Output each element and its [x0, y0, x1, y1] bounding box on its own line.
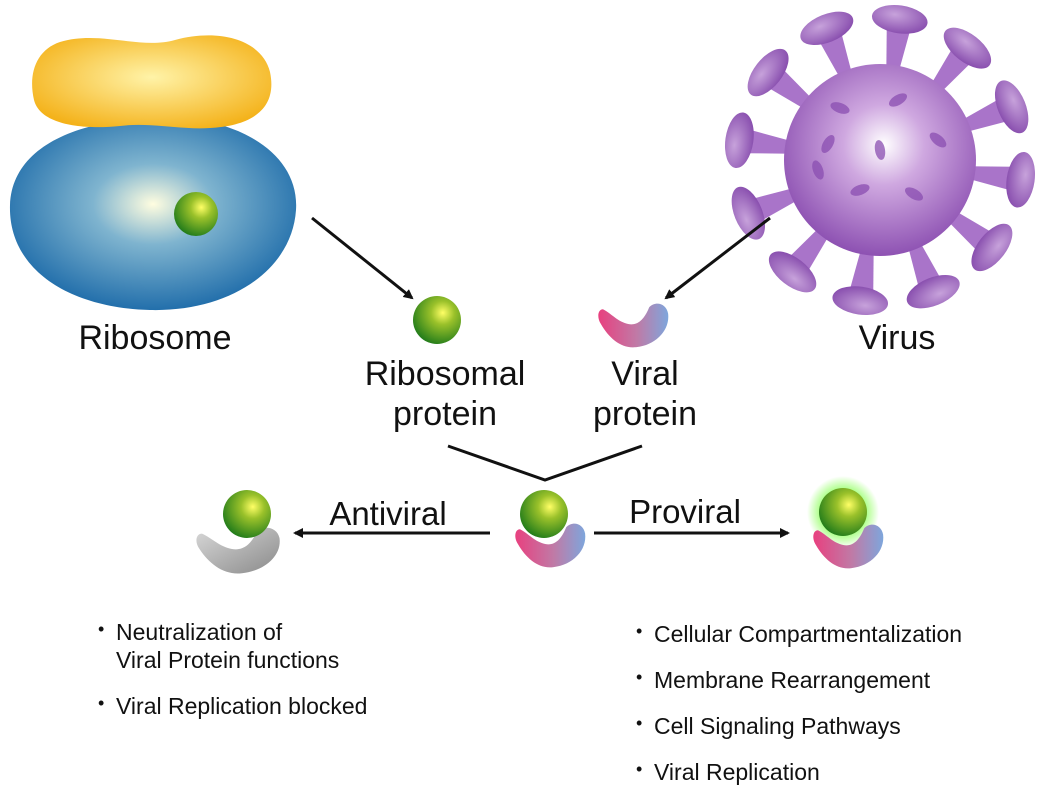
ribosomal-protein	[413, 296, 461, 344]
antiviral-effects-list: Neutralization of Viral Protein function…	[98, 615, 428, 720]
proviral-effects-list: Cellular Compartmentalization Membrane R…	[636, 617, 1036, 786]
ribosomal-protein-label: Ribosomal protein	[350, 354, 540, 434]
proviral-effect-item: Membrane Rearrangement	[636, 663, 1036, 694]
proviral-complex	[807, 476, 884, 569]
proviral-effect-3: Cell Signaling Pathways	[654, 713, 901, 739]
antiviral-effect-1-line-1: Neutralization of	[116, 619, 283, 645]
ribosome-illustration	[9, 35, 297, 311]
viral-protein	[598, 303, 669, 348]
ribosome-small-subunit	[32, 35, 272, 129]
viral-protein-label: Viral protein	[582, 354, 708, 434]
virus-label: Virus	[858, 319, 936, 357]
virus-surface-spot	[812, 160, 824, 180]
proviral-label: Proviral	[629, 493, 741, 530]
proviral-effect-item: Cellular Compartmentalization	[636, 617, 1036, 648]
virus-capsid	[784, 64, 976, 256]
antiviral-effect-item: Neutralization of Viral Protein function…	[98, 615, 428, 674]
virus-surface-spot	[850, 184, 870, 196]
virus-surface-spot	[929, 132, 947, 148]
binding-lines	[447, 444, 643, 482]
antiviral-label: Antiviral	[329, 495, 447, 532]
arrow-ribosome-to-protein	[311, 216, 414, 300]
ribosomal-protein-label-line-2: protein	[393, 395, 497, 433]
virus-surface-spot	[874, 140, 886, 160]
proviral-effect-item: Viral Replication	[636, 755, 1036, 786]
antiviral-effect-2: Viral Replication blocked	[116, 693, 368, 719]
antiviral-complex	[196, 490, 280, 574]
arrow-virus-to-protein	[664, 216, 771, 300]
virus-surface-spot	[888, 93, 908, 107]
proviral-effect-1: Cellular Compartmentalization	[654, 621, 963, 647]
ribosomal-protein-label-line-1: Ribosomal	[364, 355, 526, 393]
proviral-effect-item: Cell Signaling Pathways	[636, 709, 1036, 740]
viral-protein-label-line-2: protein	[593, 395, 697, 433]
ribosome-large-subunit	[9, 117, 297, 311]
proviral-effect-2: Membrane Rearrangement	[654, 667, 931, 693]
antiviral-effect-1-line-2: Viral Protein functions	[116, 647, 340, 673]
viral-protein-label-line-1: Viral	[611, 355, 679, 393]
protein-complex	[515, 490, 586, 568]
virus-surface-spot	[830, 102, 850, 114]
ribosomal-protein-in-ribosome	[174, 192, 218, 236]
virus-surface-spot	[904, 187, 924, 201]
virus-illustration	[721, 1, 1039, 319]
antiviral-effect-item: Viral Replication blocked	[98, 689, 428, 720]
ribosome-label: Ribosome	[78, 319, 232, 357]
virus-surface-spot	[821, 134, 835, 154]
proviral-effect-4: Viral Replication	[654, 759, 820, 785]
